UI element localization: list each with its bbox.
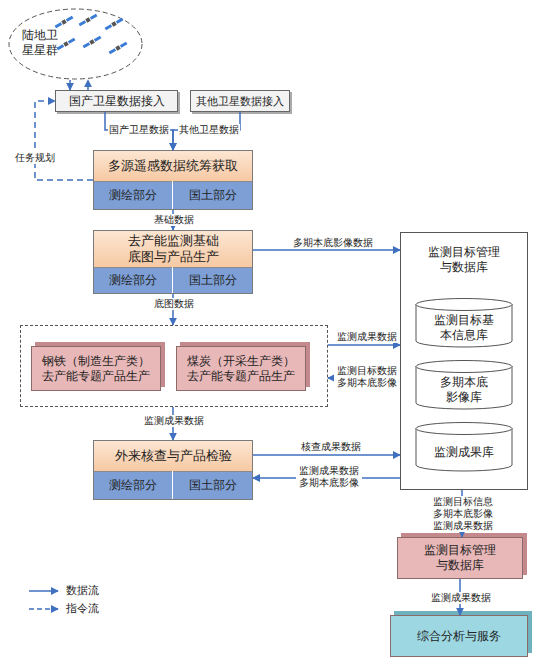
legend-item: 指令流: [28, 602, 99, 616]
edge-label: 监测成果数据: [143, 415, 205, 427]
data-flow-arrow: [173, 112, 240, 150]
data-flow-arrow: [69, 80, 71, 90]
part-cell: 测绘部分: [94, 267, 173, 293]
satellite-icon: [104, 17, 123, 30]
cylinder-top: [416, 361, 512, 373]
node-text: 多期本底 影像库: [433, 374, 495, 406]
cylinder-top: [416, 299, 512, 311]
satellite-icon: [108, 41, 127, 54]
legend-line: [29, 590, 58, 592]
data-flow-arrow: [253, 249, 400, 251]
node-text: 综合分析与服务: [399, 629, 519, 644]
node-text: 测绘部分: [109, 273, 157, 288]
edge-label: 监测目标数据 多期本底影像: [334, 365, 400, 389]
legend-sample: [28, 604, 60, 614]
edge-label: 监测成果数据 多期本底影像: [296, 465, 362, 489]
node-text: 煤炭（开采生产类） 去产能专题产品生产: [182, 354, 300, 384]
database-group: 监测目标管理 与数据库监测目标基 本信息库多期本底 影像库监测成果库: [400, 232, 528, 490]
database-cylinder: 多期本底 影像库: [415, 360, 513, 410]
input-box: 国产卫星数据接入: [55, 90, 178, 112]
legend-sample: [28, 586, 60, 596]
edge-label: 核查成果数据: [300, 441, 362, 453]
database-box: 监测目标管理 与数据库: [397, 537, 523, 579]
edge-label: 基础数据: [153, 214, 195, 226]
node-text: 其他卫星数据接入: [196, 94, 284, 109]
service-box: 综合分析与服务: [390, 615, 528, 657]
node-text: 国土部分: [189, 273, 237, 288]
command-flow-arrow: [87, 80, 89, 90]
ellipse-shape: [9, 9, 142, 79]
node-text: 多源遥感数据统筹获取: [98, 158, 248, 174]
satellites: [54, 13, 127, 54]
cylinder-top: [416, 423, 512, 435]
data-flow-arrow: [105, 112, 173, 150]
satellite-icon: [78, 13, 97, 26]
legend-text: 数据流: [66, 584, 99, 598]
node-text: 国产卫星数据接入: [69, 94, 165, 109]
satellite-icon: [56, 37, 75, 50]
legend-line: [29, 608, 58, 610]
data-flow-arrow: [328, 344, 400, 346]
node-text: 监测目标管理 与数据库: [424, 245, 504, 275]
title-band: 去产能监测基础 底图与产品生产: [94, 231, 252, 268]
product-box: 钢铁（制造生产类） 去产能专题产品生产: [31, 346, 161, 391]
data-flow-arrow: [253, 454, 400, 456]
node-text: 监测目标基 本信息库: [433, 312, 495, 344]
node-text: 陆地卫 星星群: [20, 28, 60, 58]
edge-label: 监测成果数据: [430, 592, 492, 604]
satellite-icon: [82, 35, 101, 48]
product-box: 煤炭（开采生产类） 去产能专题产品生产: [176, 346, 306, 391]
node-text: 外来核查与产品检验: [98, 448, 248, 464]
part-cell: 国土部分: [173, 181, 252, 209]
edge-label: 其他卫星数据: [178, 124, 240, 136]
dashed-group: 钢铁（制造生产类） 去产能专题产品生产煤炭（开采生产类） 去产能专题产品生产: [20, 325, 328, 407]
node-text: 国土部分: [189, 188, 237, 203]
legend-item: 数据流: [28, 584, 99, 598]
process-box: 多源遥感数据统筹获取测绘部分 国土部分: [93, 150, 253, 210]
process-box: 外来核查与产品检验测绘部分 国土部分: [93, 440, 253, 500]
node-text: 钢铁（制造生产类） 去产能专题产品生产: [37, 354, 155, 384]
process-box: 去产能监测基础 底图与产品生产测绘部分 国土部分: [93, 230, 253, 294]
database-cylinder: 监测目标基 本信息库: [415, 298, 513, 348]
input-box: 其他卫星数据接入: [190, 90, 290, 112]
title-band: 外来核查与产品检验: [94, 441, 252, 472]
edge-label: 监测目标信息 多期本底影像 监测成果数据: [430, 496, 496, 532]
node-text: 国土部分: [189, 478, 237, 493]
part-cell: 国土部分: [173, 267, 252, 293]
command-flow-arrow: [35, 101, 93, 180]
title-band: 多源遥感数据统筹获取: [94, 151, 252, 182]
node-text: 监测目标管理 与数据库: [420, 543, 500, 573]
edge-label: 底图数据: [153, 298, 195, 310]
part-cell: 测绘部分: [94, 471, 173, 499]
database-cylinder: 监测成果库: [415, 422, 513, 472]
legend-text: 指令流: [66, 602, 99, 616]
satellite-icon: [54, 15, 73, 28]
edge-label: 监测成果数据: [336, 331, 398, 343]
edge-label: 任务规划: [14, 152, 56, 164]
node-text: 测绘部分: [109, 478, 157, 493]
part-cell: 国土部分: [173, 471, 252, 499]
part-cell: 测绘部分: [94, 181, 173, 209]
node-text: 测绘部分: [109, 188, 157, 203]
node-text: 监测成果库: [433, 436, 495, 468]
edge-label: 多期本底影像数据: [292, 237, 374, 249]
edge-label: 国产卫星数据: [108, 124, 170, 136]
node-text: 去产能监测基础 底图与产品生产: [123, 233, 223, 265]
